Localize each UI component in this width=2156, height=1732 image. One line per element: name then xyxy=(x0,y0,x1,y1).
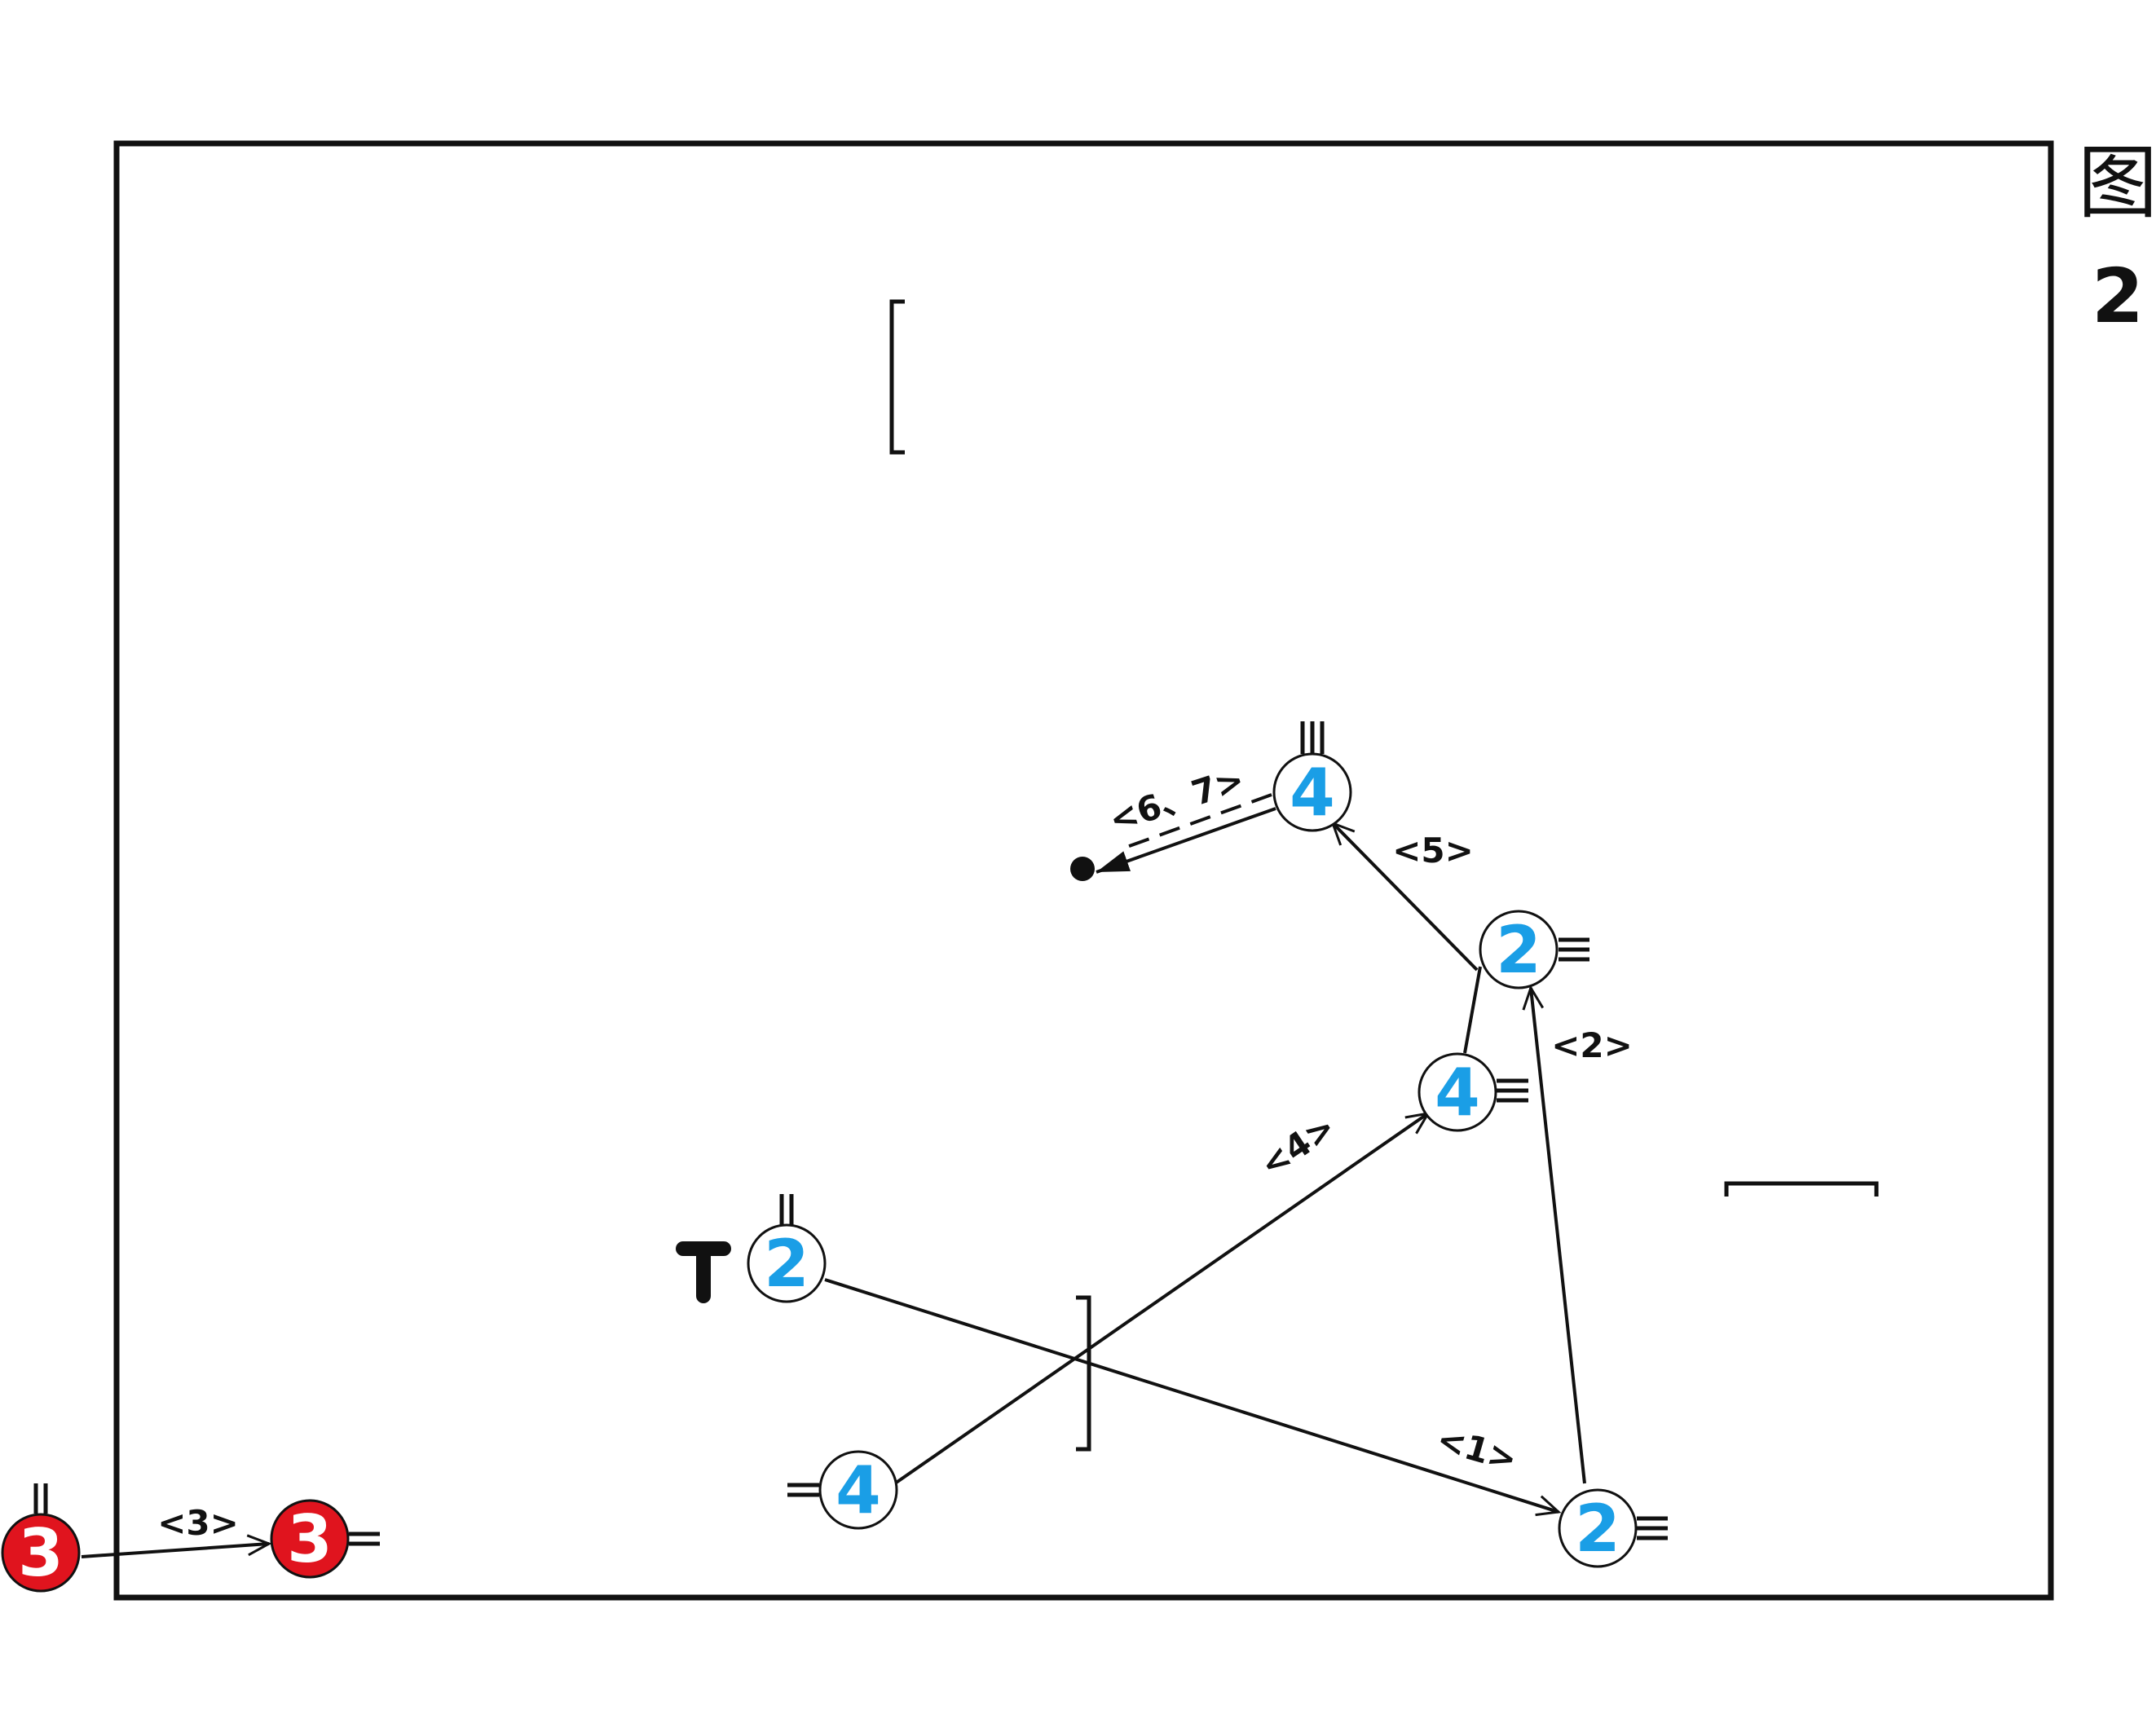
player-number: 3 xyxy=(18,1515,64,1591)
move-line-3 xyxy=(81,1534,272,1558)
player-marks xyxy=(1637,1516,1668,1540)
player-b4: 4 xyxy=(1417,1052,1528,1132)
player-circle xyxy=(1,1513,81,1593)
player-marks xyxy=(33,1483,48,1514)
player-circle xyxy=(1479,910,1559,989)
player-a4: 4 xyxy=(787,1450,898,1530)
move-label-5: <5> xyxy=(1392,831,1474,870)
connector-line xyxy=(1463,966,1482,1054)
player-number: 2 xyxy=(1575,1491,1620,1567)
player-marks xyxy=(1559,937,1589,962)
move-label-4: <4> xyxy=(1253,1107,1343,1185)
move-line-6-7 xyxy=(1096,807,1276,874)
player-marks xyxy=(1497,1078,1528,1103)
player-d2: 2 xyxy=(1558,1488,1668,1568)
player-number: 4 xyxy=(1435,1055,1480,1130)
figure-number: 2 xyxy=(2092,253,2144,340)
player-marks xyxy=(1300,721,1325,754)
figure-char: 图 xyxy=(2078,137,2156,230)
bracket-marker-right xyxy=(1724,1181,1879,1197)
player-circle xyxy=(747,1223,827,1303)
player-number: 4 xyxy=(1290,755,1335,831)
player-marks xyxy=(349,1531,380,1546)
move-line-1 xyxy=(824,1278,1562,1517)
player-circle xyxy=(818,1450,898,1530)
player-r3a: 3 xyxy=(1,1483,81,1593)
player-r3b: 3 xyxy=(270,1499,380,1579)
player-t2: 2 xyxy=(676,1194,827,1303)
player-number: 2 xyxy=(1496,912,1541,988)
player-circle xyxy=(1558,1488,1638,1568)
coach-t-marker xyxy=(676,1241,731,1303)
bracket-marker-center xyxy=(1076,1295,1091,1452)
move-label-1: <1> xyxy=(1432,1419,1521,1480)
move-line-6-7-dashed xyxy=(1124,793,1272,849)
ball-marker xyxy=(1070,857,1095,881)
move-line-4 xyxy=(893,1111,1431,1485)
move-line-5 xyxy=(1330,821,1479,972)
move-line-2 xyxy=(1522,985,1586,1484)
player-circle xyxy=(270,1499,350,1579)
player-e4: 4 xyxy=(1272,721,1352,832)
player-circle xyxy=(1417,1052,1497,1132)
field-border xyxy=(113,140,2054,1601)
player-c2: 2 xyxy=(1479,910,1589,989)
player-number: 4 xyxy=(836,1452,881,1528)
player-marks xyxy=(779,1194,794,1225)
player-number: 3 xyxy=(287,1501,333,1577)
bracket-marker-top xyxy=(889,299,905,455)
move-label-3: <3> xyxy=(157,1503,239,1543)
move-label-2: <2> xyxy=(1551,1025,1633,1065)
player-marks xyxy=(787,1483,819,1497)
player-number: 2 xyxy=(764,1226,809,1302)
